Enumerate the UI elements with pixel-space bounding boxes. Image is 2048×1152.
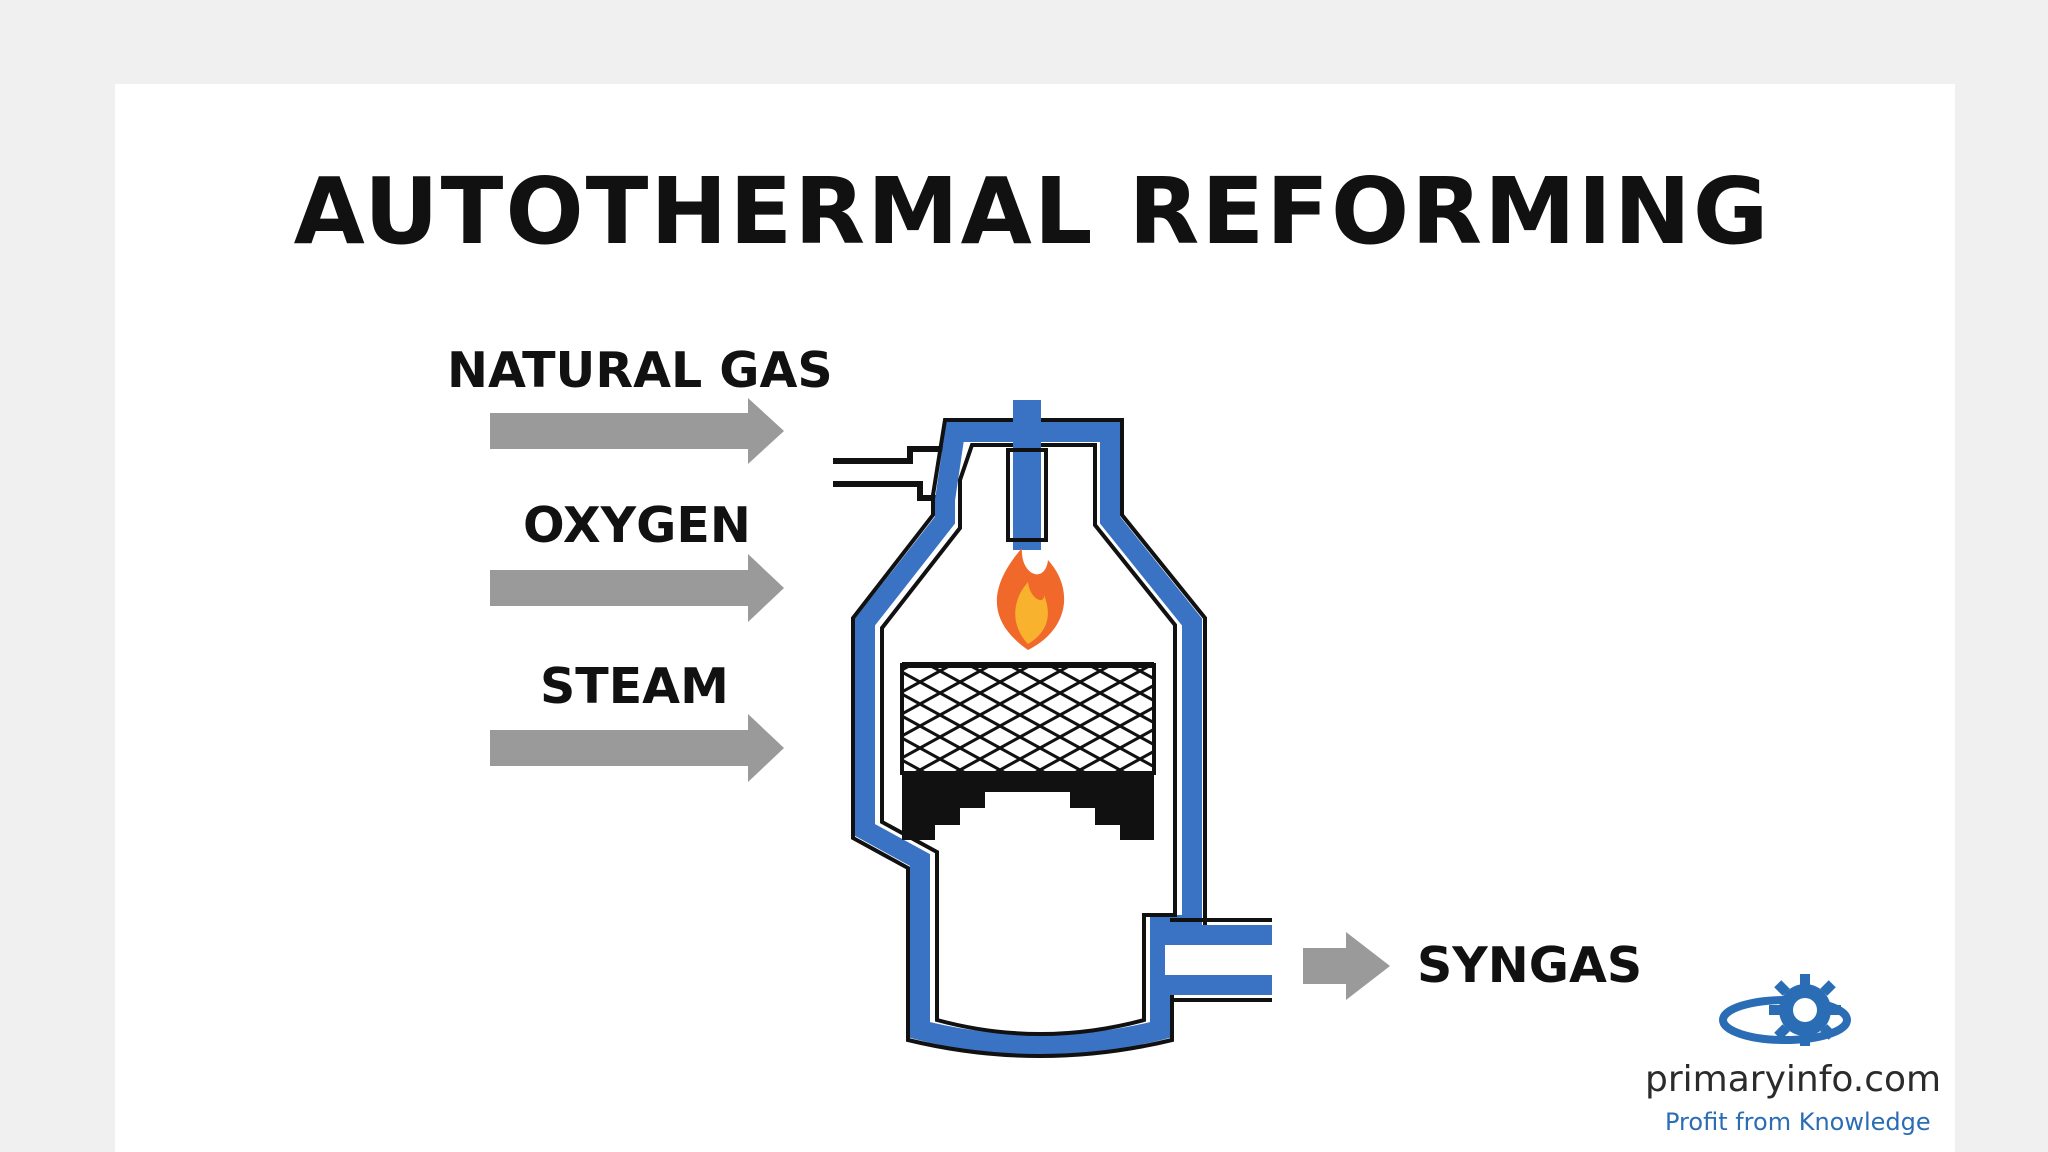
input-label-steam: STEAM [540, 658, 729, 715]
diagram-title: AUTOTHERMAL REFORMING [293, 158, 1771, 265]
input-label-oxygen: OXYGEN [523, 497, 751, 554]
flame-icon [996, 548, 1065, 650]
input-label-natural-gas: NATURAL GAS [447, 342, 833, 399]
output-label-syngas: SYNGAS [1417, 937, 1643, 994]
arrow-oxygen [490, 554, 784, 622]
arrow-steam [490, 714, 784, 782]
arrow-natural-gas [490, 398, 784, 464]
catalyst-bed [900, 662, 1156, 775]
brand-tagline: Profit from Knowledge [1665, 1108, 1931, 1136]
catalyst-support [902, 773, 1154, 840]
brand-name: primaryinfo.com [1645, 1059, 1942, 1100]
gear-logo-icon [1719, 974, 1851, 1046]
arrow-syngas [1303, 932, 1390, 1000]
